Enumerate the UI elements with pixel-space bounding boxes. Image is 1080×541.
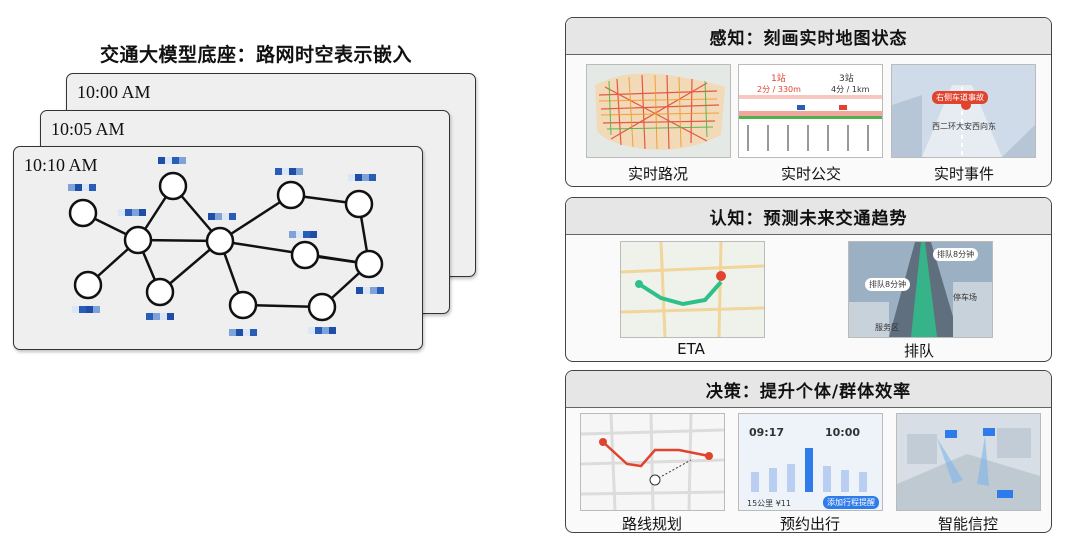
diagram-title: 交通大模型底座：路网时空表示嵌入 xyxy=(100,44,413,66)
event-3d-scene xyxy=(892,65,1035,157)
booking-bar-chart xyxy=(751,448,867,492)
caption-queue: 排队 xyxy=(903,342,934,360)
caption-smart-signal: 智能信控 xyxy=(937,515,998,533)
bus-stop-1-sub: 2分 / 330m xyxy=(757,85,801,94)
route-map xyxy=(581,414,724,510)
decision-panel: 决策：提升个体/群体效率 路线规划 09:17 10:00 15公 xyxy=(565,370,1052,533)
booking-time-b: 10:00 xyxy=(825,426,861,439)
cognition-title: 认知：预测未来交通趋势 xyxy=(566,198,1051,235)
caption-eta: ETA xyxy=(677,340,705,358)
booking-time-a: 09:17 xyxy=(749,426,785,439)
decision-title: 决策：提升个体/群体效率 xyxy=(566,371,1051,408)
bus-stop-3: 3站 xyxy=(839,74,854,84)
traffic-map-thumb xyxy=(586,64,731,158)
graph-nodes xyxy=(68,171,384,322)
eta-map-thumb xyxy=(620,241,765,338)
bus-line-diagram xyxy=(739,95,882,151)
time-label: 10:05 AM xyxy=(51,119,125,139)
embedding-vectors xyxy=(68,157,384,336)
caption-realtime-bus: 实时公交 xyxy=(780,165,841,183)
parking-label: 停车场 xyxy=(953,293,977,302)
smart-signal-thumb xyxy=(896,413,1041,511)
add-reminder-button[interactable]: 添加行程提醒 xyxy=(823,496,879,509)
caption-booking: 预约出行 xyxy=(779,515,840,533)
smart-signal-scene xyxy=(897,414,1040,510)
eta-route-map xyxy=(621,242,764,337)
queue-thumb: 排队8分钟 排队8分钟 停车场 服务区 xyxy=(848,241,993,338)
queue-bubble-left: 排队8分钟 xyxy=(865,278,911,291)
queue-road-scene xyxy=(849,242,992,337)
realtime-bus-thumb: 1站 2分 / 330m 3站 4分 / 1km xyxy=(738,64,883,158)
queue-bubble-top: 排队8分钟 xyxy=(933,248,979,261)
time-label: 10:00 AM xyxy=(77,82,151,102)
perception-panel: 感知：刻画实时地图状态 实时路况 1站 2分 / 330m 3站 4分 / 1k… xyxy=(565,17,1052,187)
booking-thumb: 09:17 10:00 15公里 ¥11 添加行程提醒 xyxy=(738,413,883,511)
time-label: 10:10 AM xyxy=(24,155,98,175)
cognition-panel: 认知：预测未来交通趋势 ETA 排队8分钟 排队8分钟 停车场 服务区 排队 xyxy=(565,197,1052,362)
caption-realtime-event: 实时事件 xyxy=(933,165,994,183)
bus-stop-1: 1站 xyxy=(771,74,786,84)
road-network-graph xyxy=(68,157,384,336)
route-planning-thumb xyxy=(580,413,725,511)
traffic-heatmap xyxy=(587,65,730,157)
caption-realtime-traffic: 实时路况 xyxy=(627,165,688,183)
bus-stop-3-sub: 4分 / 1km xyxy=(831,85,870,94)
perception-title: 感知：刻画实时地图状态 xyxy=(566,18,1051,55)
realtime-event-thumb: 右侧车道事故 西二环大安西向东 xyxy=(891,64,1036,158)
caption-route-planning: 路线规划 xyxy=(621,515,682,533)
service-area-label: 服务区 xyxy=(875,323,899,332)
event-road-label: 西二环大安西向东 xyxy=(932,122,996,131)
event-badge: 右侧车道事故 xyxy=(932,91,988,104)
booking-distance: 15公里 ¥11 xyxy=(747,499,791,508)
